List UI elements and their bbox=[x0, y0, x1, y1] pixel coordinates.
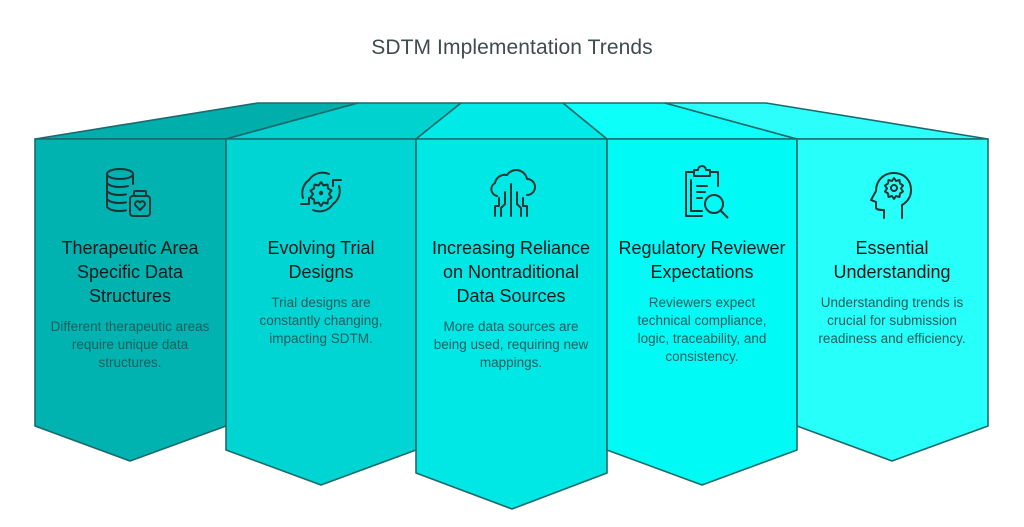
panel-1-front bbox=[34, 138, 227, 462]
panel-nontraditional-data-sources: Increasing Reliance on Nontraditional Da… bbox=[416, 160, 606, 372]
panel-description: Different therapeutic areas require uniq… bbox=[50, 319, 210, 370]
panel-evolving-trial-designs: Evolving Trial Designs Trial designs are… bbox=[226, 160, 416, 348]
panel-3-front bbox=[415, 138, 608, 510]
diagram-title: SDTM Implementation Trends bbox=[371, 36, 653, 59]
panel-title: Increasing Reliance on Nontraditional Da… bbox=[431, 238, 591, 306]
head-gear-icon bbox=[860, 160, 924, 224]
panel-essential-understanding: Essential Understanding Understanding tr… bbox=[797, 160, 987, 348]
cloud-circuit-icon bbox=[479, 160, 543, 224]
panel-title: Essential Understanding bbox=[833, 238, 951, 282]
panel-description: Understanding trends is crucial for subm… bbox=[818, 295, 966, 346]
panel-title: Evolving Trial Designs bbox=[267, 238, 375, 282]
panel-regulatory-reviewer: Regulatory Reviewer Expectations Reviewe… bbox=[607, 160, 797, 366]
panel-title: Regulatory Reviewer Expectations bbox=[618, 238, 786, 282]
clipboard-search-icon bbox=[670, 160, 734, 224]
panel-therapeutic-area: Therapeutic Area Specific Data Structure… bbox=[35, 160, 225, 372]
panel-description: More data sources are being used, requir… bbox=[433, 319, 589, 370]
panel-5-front bbox=[796, 138, 989, 462]
panel-description: Reviewers expect technical compliance, l… bbox=[637, 295, 767, 364]
database-medicine-bottle-icon bbox=[98, 160, 162, 224]
panel-description: Trial designs are constantly changing, i… bbox=[259, 295, 383, 346]
panel-title: Therapeutic Area Specific Data Structure… bbox=[61, 238, 199, 306]
panel-2-front bbox=[225, 138, 417, 486]
panel-4-front bbox=[606, 138, 798, 486]
gear-cycle-icon bbox=[289, 160, 353, 224]
